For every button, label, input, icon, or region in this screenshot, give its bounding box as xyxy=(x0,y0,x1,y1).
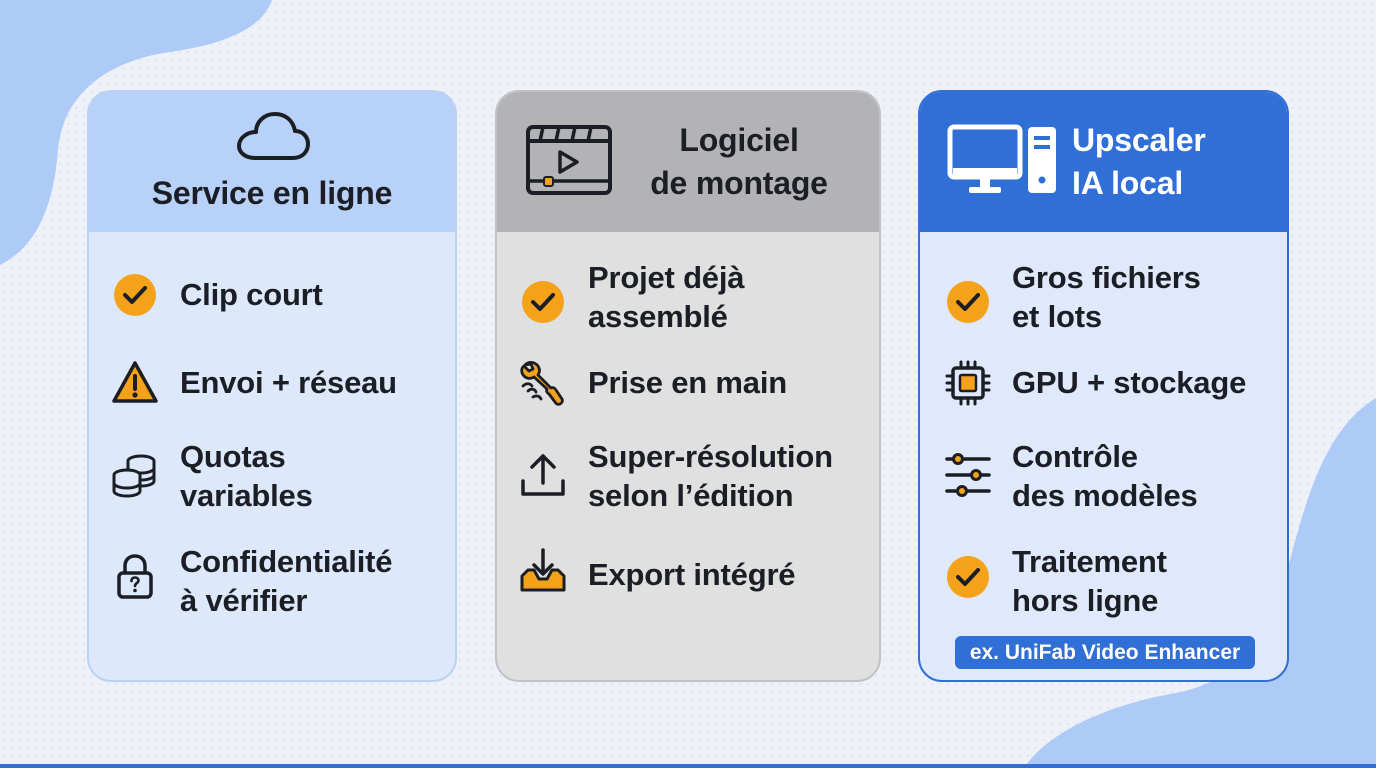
card-online-service: Service en ligne Clip court Envoi + rése… xyxy=(87,90,457,682)
lock-question-icon xyxy=(117,554,153,599)
card-header: Service en ligne xyxy=(89,92,455,232)
desktop-computer-icon xyxy=(947,124,1056,193)
bottom-accent-bar xyxy=(0,764,1376,768)
cloud-icon xyxy=(237,112,310,160)
item-label: GPU + stockage xyxy=(1012,365,1247,400)
chip-icon xyxy=(945,360,991,406)
decorative-blob-bottom-right xyxy=(1024,398,1376,768)
wrench-hand-icon xyxy=(520,361,564,406)
check-icon xyxy=(114,274,156,316)
check-icon xyxy=(522,281,564,323)
item-label: Envoi + réseau xyxy=(180,365,397,400)
decorative-blob-top-left xyxy=(0,0,272,265)
check-icon xyxy=(947,556,989,598)
export-tray-icon xyxy=(520,548,566,592)
item-label: Export intégré xyxy=(588,557,796,592)
sliders-icon xyxy=(945,453,991,497)
card-title: Service en ligne xyxy=(151,175,393,211)
example-product-badge: ex. UniFab Video Enhancer xyxy=(955,636,1255,669)
item-label: Prise en main xyxy=(588,365,787,400)
video-editor-icon xyxy=(526,125,612,195)
check-icon xyxy=(947,281,989,323)
coins-icon xyxy=(112,454,156,498)
upload-icon xyxy=(521,454,565,496)
warning-icon xyxy=(112,361,158,403)
item-label: Clip court xyxy=(180,277,323,312)
